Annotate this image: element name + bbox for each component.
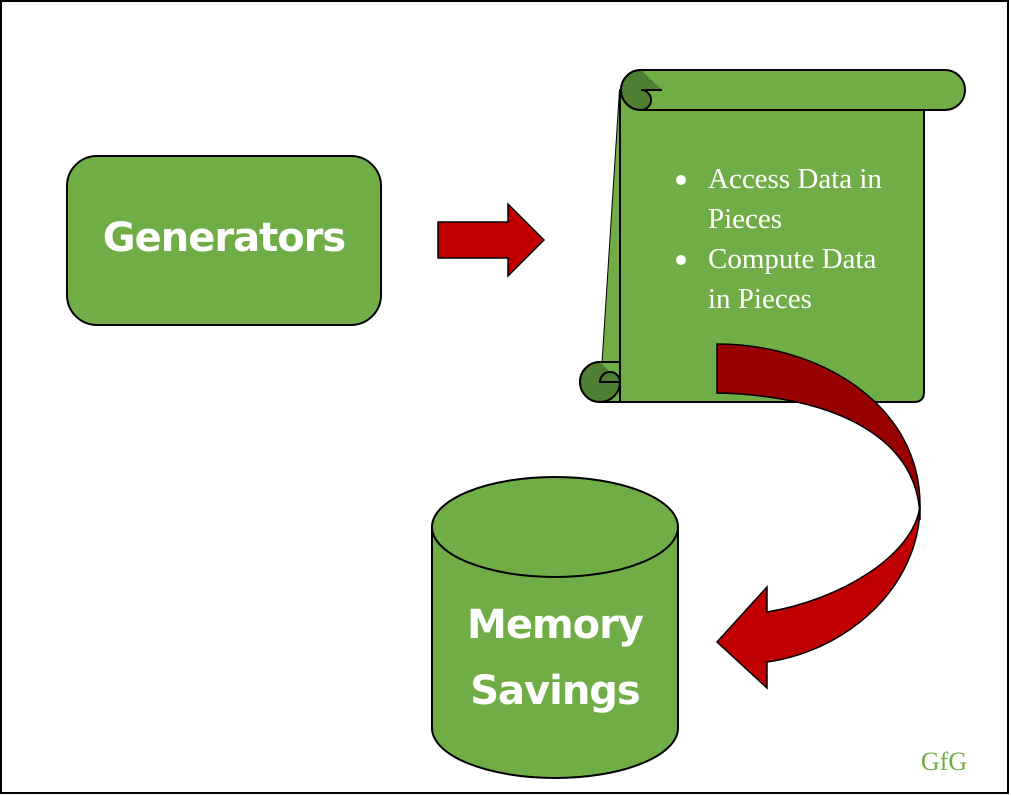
scroll-top-roll bbox=[620, 69, 966, 111]
bullet-1-line-1: Access Data in bbox=[708, 163, 882, 195]
curved-arrow bbox=[715, 343, 921, 690]
bullet-2-line-1: Compute Data bbox=[708, 243, 876, 275]
scroll-top-curl bbox=[620, 69, 662, 112]
scroll-body bbox=[598, 89, 925, 403]
bullet-dot-1 bbox=[676, 175, 686, 185]
curved-arrow-back bbox=[716, 343, 921, 521]
bullet-dot-2 bbox=[676, 255, 686, 265]
generators-shape bbox=[66, 155, 382, 326]
scroll-body-left bbox=[600, 90, 620, 402]
cylinder-body bbox=[431, 527, 679, 779]
memory-label-line-1: Memory bbox=[467, 602, 644, 648]
right-arrow bbox=[437, 202, 546, 278]
curved-arrow-front bbox=[715, 504, 921, 690]
memory-label-line-2: Savings bbox=[470, 668, 640, 714]
memory-cylinder: Memory Savings bbox=[431, 476, 679, 779]
watermark-text: GfG bbox=[921, 747, 967, 776]
scroll-shape: Access Data in Pieces Compute Data in Pi… bbox=[579, 69, 966, 404]
generators-label: Generators bbox=[103, 215, 345, 261]
bullet-1-line-2: Pieces bbox=[708, 203, 782, 235]
bullet-2-line-2: in Pieces bbox=[708, 283, 812, 315]
cylinder-top bbox=[431, 476, 679, 578]
scroll-bottom-curl bbox=[579, 361, 622, 404]
generators-box: Generators bbox=[66, 155, 382, 326]
